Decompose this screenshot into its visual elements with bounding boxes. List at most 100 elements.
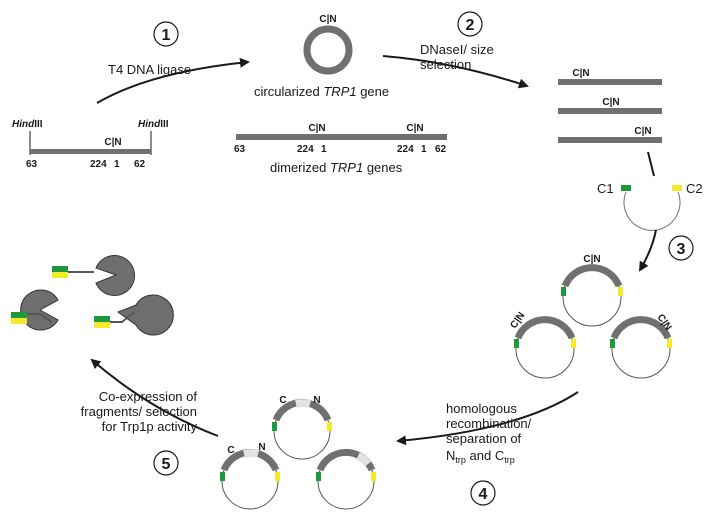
protein-3-green: [94, 316, 110, 322]
dimer-cn-2: C|N: [406, 123, 423, 134]
linear-gene: HindIII HindIII C|N 63 224 1 62: [12, 119, 169, 170]
plasmid-4a-c: C: [279, 395, 286, 406]
linear-gene-bar: [30, 149, 151, 154]
step-2-marker: 2: [457, 11, 483, 37]
dimer-num-224b: 224: [397, 144, 414, 155]
plasmid-4c-gap: [356, 452, 372, 467]
step2-label-line1: DNaseI/ size: [420, 42, 494, 57]
step1-arrow: [96, 57, 250, 104]
plasmid-4a-n: N: [313, 395, 320, 406]
plasmid-3a-cn: C|N: [583, 254, 600, 265]
linear-num-224: 224: [90, 159, 107, 170]
plasmid-4b-gap: [243, 449, 259, 458]
plasmid-3a-yellow: [618, 287, 623, 296]
vector-c1-label: C1: [597, 181, 614, 196]
plasmid-4b: C N: [220, 442, 280, 510]
dimer-num-224a: 224: [297, 144, 314, 155]
plasmid-4a-yellow: [327, 422, 332, 431]
plasmid-4b-green: [220, 472, 225, 481]
circular-gene: C|N circularized TRP1 gene: [254, 14, 389, 99]
vector: C1 C2: [597, 181, 703, 231]
circular-gene-caption: circularized TRP1 gene: [254, 84, 389, 99]
plasmid-3a: C|N: [561, 254, 623, 327]
vector-c2-marker: [672, 185, 682, 191]
protein-2-linker: [26, 313, 53, 323]
step4-arrow: [396, 391, 579, 446]
fragment-3-cn: C|N: [634, 126, 651, 137]
step5-arrow: [90, 358, 219, 437]
step5-line2: fragments/ selection: [81, 404, 197, 419]
protein-complex-2: [11, 289, 59, 331]
step2-arrow: [382, 55, 529, 89]
plasmid-4b-c: C: [227, 445, 234, 456]
circular-gene-cn: C|N: [319, 14, 336, 25]
linear-num-1: 1: [114, 159, 120, 170]
plasmid-3b-green: [514, 339, 519, 348]
plasmid-3b-yellow: [571, 339, 576, 348]
step-4-number: 4: [479, 486, 488, 503]
plasmid-3a-green: [561, 287, 566, 296]
fragment-1: [558, 79, 662, 85]
fragment-to-vector-line: [647, 151, 655, 177]
fragment-2-cn: C|N: [602, 97, 619, 108]
vector-c1-marker: [621, 185, 631, 191]
plasmid-4c-yellow: [371, 472, 376, 481]
step-1-number: 1: [162, 27, 171, 44]
dimer-num-63: 63: [234, 144, 246, 155]
protein-3-yellow: [94, 322, 110, 328]
dimer-bar: [236, 134, 447, 140]
hindiii-left-label: HindIII: [12, 119, 43, 130]
protein-complex-3: [94, 294, 174, 336]
step4-line4: Ntrp and Ctrp: [446, 448, 515, 465]
dimer-num-1a: 1: [321, 144, 327, 155]
plasmid-3c: C|N: [610, 312, 674, 379]
vector-c2-label: C2: [686, 181, 703, 196]
plasmid-4a-gap: [295, 399, 311, 408]
protein-2-yellow: [11, 318, 27, 324]
fragment-3: [558, 137, 662, 143]
step5-line1: Co-expression of: [99, 389, 198, 404]
plasmid-3b-insert: [514, 316, 576, 340]
dimerized-genes: C|N C|N 63 224 1 224 1 62 dimerized TRP1…: [234, 123, 447, 175]
step1-label: T4 DNA ligase: [108, 62, 191, 77]
protein-1-yellow: [52, 272, 68, 278]
plasmid-3c-green: [610, 339, 615, 348]
plasmid-3c-insert: [610, 316, 672, 340]
protein-1-body: [95, 255, 136, 296]
plasmid-3b: C|N: [508, 310, 576, 379]
step-3-number: 3: [677, 241, 686, 258]
protein-complex-1: [52, 255, 136, 296]
protein-3-body: [116, 294, 174, 336]
plasmid-4b-yellow: [275, 472, 280, 481]
step-5-marker: 5: [153, 450, 179, 476]
linear-gene-cn: C|N: [104, 137, 121, 148]
hindiii-right-label: HindIII: [138, 119, 169, 130]
plasmid-4a-green: [272, 422, 277, 431]
dimer-num-62: 62: [435, 144, 447, 155]
dimer-num-1b: 1: [421, 144, 427, 155]
plasmid-4b-n: N: [258, 442, 265, 453]
dimer-cn-1: C|N: [308, 123, 325, 134]
protein-1-green: [52, 266, 68, 272]
protein-3-linker: [108, 311, 135, 323]
plasmid-3c-cn: C|N: [655, 312, 674, 332]
dimer-caption: dimerized TRP1 genes: [270, 160, 403, 175]
dna-fragments: C|N C|N C|N: [558, 68, 662, 143]
step4-line3: separation of: [446, 431, 522, 446]
step-3-marker: 3: [668, 235, 694, 261]
linear-num-62: 62: [134, 159, 146, 170]
step-2-number: 2: [466, 17, 475, 34]
step-5-number: 5: [162, 456, 171, 473]
fragment-2: [558, 108, 662, 114]
linear-num-63: 63: [26, 159, 38, 170]
step-4-marker: 4: [470, 480, 496, 506]
protein-2-green: [11, 312, 27, 318]
plasmid-4c-green: [316, 472, 321, 481]
fragment-1-cn: C|N: [572, 68, 589, 79]
step-1-marker: 1: [153, 21, 179, 47]
circular-gene-ring: [303, 25, 353, 75]
plasmid-3a-insert: [561, 264, 623, 288]
plasmid-3c-yellow: [667, 339, 672, 348]
step4-line1: homologous: [446, 401, 517, 416]
